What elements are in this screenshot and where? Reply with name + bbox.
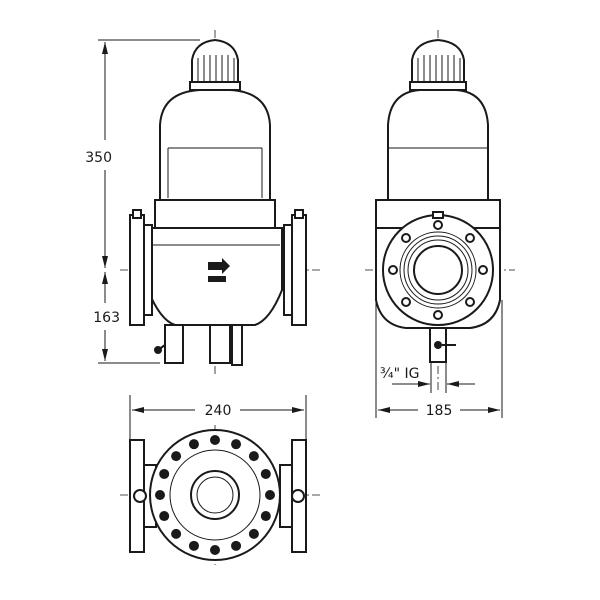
bolt-hole: [248, 528, 259, 539]
dimension-connection: ¾" IG: [380, 366, 419, 382]
bolt-hole: [155, 490, 165, 500]
bolt-hole: [159, 468, 170, 479]
dimension-length: 240: [205, 403, 232, 419]
front-view: [120, 30, 320, 375]
bolt-hole: [188, 439, 199, 450]
side-view: [365, 30, 515, 390]
bolt-hole: [260, 511, 271, 522]
bolt-hole: [265, 490, 275, 500]
bottom-view: [120, 425, 320, 565]
bolt-hole: [210, 435, 220, 445]
dimension-height-total: 350: [85, 150, 112, 166]
bolt-hole: [171, 528, 182, 539]
bolt-hole: [248, 451, 259, 462]
dimensions: 350 163 240 185 ¾" IG: [85, 39, 503, 440]
dimension-height-lower: 163: [93, 310, 120, 326]
flow-arrow-icon: [208, 258, 230, 274]
bolt-hole: [231, 540, 242, 551]
bolt-hole: [159, 511, 170, 522]
bolt-hole: [210, 545, 220, 555]
bolt-hole: [188, 540, 199, 551]
dimension-width: 185: [426, 403, 453, 419]
bolt-hole: [260, 468, 271, 479]
bolt-hole: [231, 439, 242, 450]
bolt-hole: [171, 451, 182, 462]
